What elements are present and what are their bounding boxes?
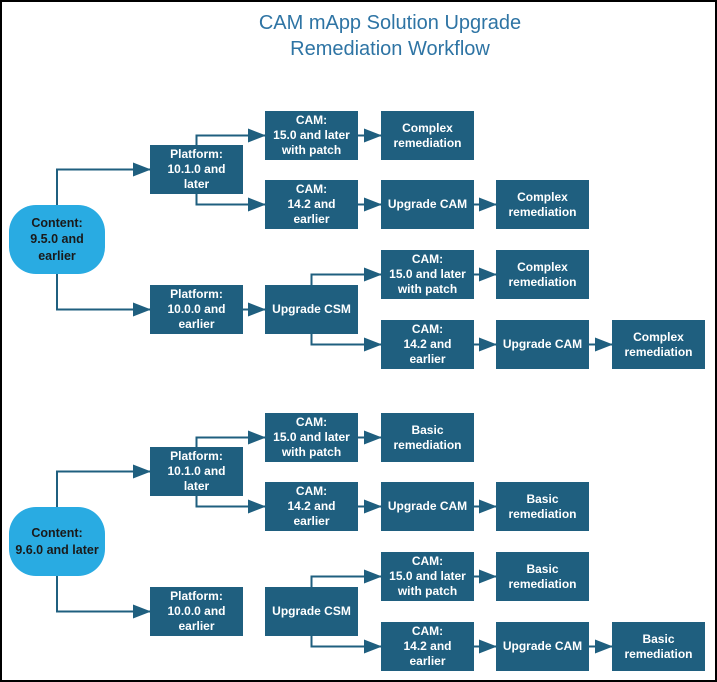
node-top-upgrade-cam-2: Upgrade CAM <box>496 320 589 369</box>
edge-bottom-upgradecsm-to-cam150b <box>310 569 382 587</box>
edge-top-platform1010-to-cam150 <box>195 128 266 145</box>
node-bottom-upgrade-csm: Upgrade CSM <box>265 587 358 636</box>
node-top-content-950-earlier: Content: 9.5.0 and earlier <box>9 205 105 274</box>
node-top-upgrade-cam-1: Upgrade CAM <box>381 180 474 229</box>
diagram-title-line2: Remediation Workflow <box>290 38 490 60</box>
node-bottom-cam-150-patch-a: CAM: 15.0 and later with patch <box>265 413 358 462</box>
node-bottom-platform-1000-earlier: Platform: 10.0.0 and earlier <box>150 587 243 636</box>
edge-top-upgradecsm-to-cam142b <box>310 334 382 352</box>
node-top-platform-1000-earlier: Platform: 10.0.0 and earlier <box>150 285 243 334</box>
node-top-cam-150-patch-b: CAM: 15.0 and later with patch <box>381 250 474 299</box>
node-top-complex-remediation-3: Complex remediation <box>496 250 589 299</box>
edge-bottom-platform1010-to-cam150 <box>195 430 266 447</box>
edge-bottom-upgradecsm-to-cam142b <box>310 636 382 654</box>
node-top-complex-remediation-1: Complex remediation <box>381 111 474 160</box>
node-bottom-content-960-later: Content: 9.6.0 and later <box>9 507 105 576</box>
node-bottom-cam-150-patch-b: CAM: 15.0 and later with patch <box>381 552 474 601</box>
node-bottom-basic-remediation-1: Basic remediation <box>381 413 474 462</box>
node-bottom-basic-remediation-4: Basic remediation <box>612 622 705 671</box>
edge-top-content-to-platform-1010 <box>56 162 151 205</box>
edge-bottom-platform1010-to-cam142 <box>195 496 266 514</box>
node-top-complex-remediation-2: Complex remediation <box>496 180 589 229</box>
edge-bottom-content-to-platform-1000 <box>56 576 151 619</box>
edge-top-content-to-platform-1000 <box>56 274 151 317</box>
node-bottom-cam-142-earlier-a: CAM: 14.2 and earlier <box>265 482 358 531</box>
diagram-title-line1: CAM mApp Solution Upgrade <box>258 12 522 34</box>
edge-top-platform1010-to-cam142 <box>195 194 266 212</box>
node-bottom-basic-remediation-2: Basic remediation <box>496 482 589 531</box>
node-top-platform-1010-later: Platform: 10.1.0 and later <box>150 145 243 194</box>
edge-bottom-content-to-platform-1010 <box>56 464 151 507</box>
node-bottom-upgrade-cam-1: Upgrade CAM <box>381 482 474 531</box>
node-bottom-basic-remediation-3: Basic remediation <box>496 552 589 601</box>
node-top-cam-142-earlier-b: CAM: 14.2 and earlier <box>381 320 474 369</box>
node-bottom-cam-142-earlier-b: CAM: 14.2 and earlier <box>381 622 474 671</box>
edge-top-upgradecsm-to-cam150b <box>310 267 382 285</box>
node-bottom-upgrade-cam-2: Upgrade CAM <box>496 622 589 671</box>
node-top-upgrade-csm: Upgrade CSM <box>265 285 358 334</box>
diagram-title: CAM mApp Solution Upgrade Remediation Wo… <box>178 10 602 62</box>
node-bottom-platform-1010-later: Platform: 10.1.0 and later <box>150 447 243 496</box>
node-top-cam-150-patch-a: CAM: 15.0 and later with patch <box>265 111 358 160</box>
node-top-complex-remediation-4: Complex remediation <box>612 320 705 369</box>
node-top-cam-142-earlier-a: CAM: 14.2 and earlier <box>265 180 358 229</box>
